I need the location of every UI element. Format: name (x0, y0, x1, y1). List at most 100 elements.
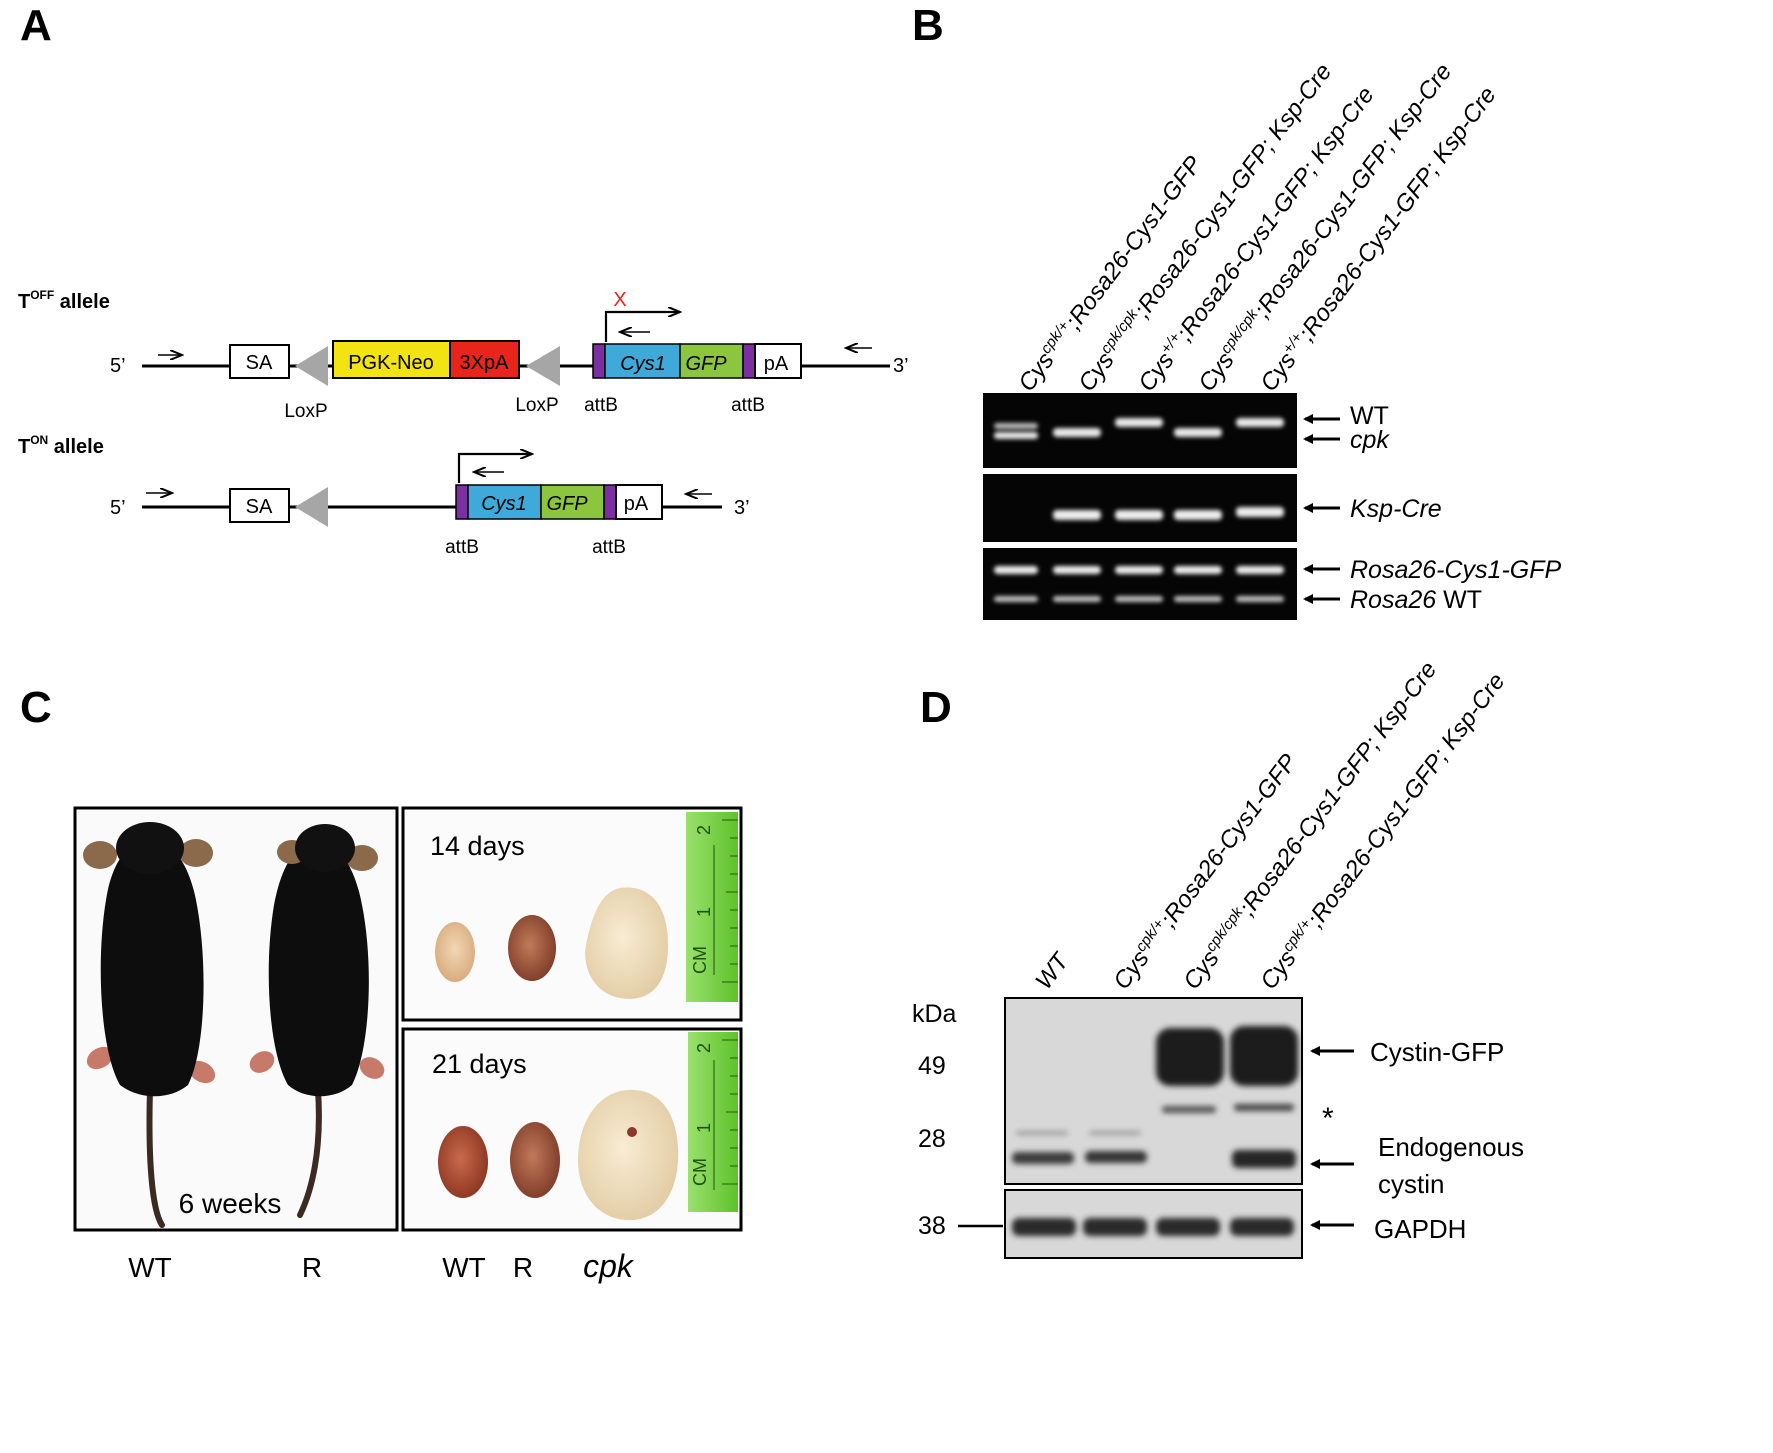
gel-b-band-lane4-rosa-gfp (1174, 566, 1222, 574)
ruler-21-days: 2 1 CM (688, 1032, 738, 1212)
gel-b-label-wt: WT (1350, 402, 1389, 430)
wb-d-label-endogenous: Endogenous (1378, 1132, 1524, 1162)
ton-five-prime: 5’ (110, 497, 126, 519)
kidney-21-wt (438, 1126, 488, 1198)
ruler-21-tick-1: 1 (694, 1123, 714, 1133)
gel-b-band-lane3-ksp (1115, 510, 1163, 520)
ton-gfp-box (540, 484, 605, 520)
xpa-box (449, 340, 520, 379)
ton-cys1-label: Cys1 (481, 493, 527, 515)
ton-pa-box (615, 484, 663, 520)
panel-b-genotyping-gel: Cyscpk/+;Rosa26-Cys1-GFP Cyscpk/cpk;Rosa… (983, 58, 1561, 620)
kidney-21-cpk (578, 1089, 679, 1221)
wb-d-marker-49: 49 (918, 1052, 946, 1080)
kidney-21-days-label: 21 days (432, 1049, 527, 1079)
kidney-21-cpk-spot (627, 1127, 637, 1137)
wb-d-label-asterisk: * (1322, 1102, 1334, 1135)
kidney-14-r (508, 915, 556, 981)
kidney-14-wt (435, 922, 475, 982)
gel-b-band-lane4-ksp (1174, 510, 1222, 520)
panel-c-photos: 6 weeks 14 days 2 1 CM 21 days (73, 806, 743, 1284)
wb-d-faint-lane1 (1016, 1131, 1068, 1135)
kidney-label-r: R (513, 1252, 533, 1283)
kidney-14-days-frame (401, 806, 743, 1022)
ton-pa-label: pA (624, 493, 649, 515)
panel-a-diagram: TOFF allele 5’ 3’ SA PGK-Neo 3XpA LoxP L… (18, 288, 909, 558)
gel-b-band-lane3-rosa-gfp (1115, 566, 1163, 574)
gel-b-band-lane5-rosa-gfp (1236, 566, 1284, 574)
gel-b-lane-label-4: Cyscpk/cpk;Rosa26-Cys1-GFP; Ksp-Cre (1192, 58, 1457, 397)
toff-attb-box-1 (592, 343, 606, 379)
gel-b-label-rosa-gfp: Rosa26-Cys1-GFP (1350, 556, 1561, 584)
mouse-label-wt: WT (128, 1252, 172, 1283)
wb-d-kda-label: kDa (912, 1000, 957, 1028)
wb-d-band-lane1-endogenous (1012, 1152, 1074, 1164)
ruler-14-tick-2: 2 (694, 825, 714, 835)
ton-loxp-triangle (295, 487, 328, 527)
gel-b-band-lane4-cpk (1174, 428, 1222, 437)
gel-b-panel-rosa26 (983, 548, 1297, 620)
ton-title: TON allele (18, 433, 104, 458)
ruler-21-cm: CM (690, 1158, 710, 1186)
wb-d-band-lane3-cystin-gfp (1156, 1028, 1224, 1086)
ruler-21-tick-2: 2 (694, 1043, 714, 1053)
gel-b-band-lane4-rosa-wt (1174, 596, 1222, 602)
wb-d-band-lane4-gapdh (1230, 1218, 1294, 1236)
wb-d-band-lane1-gapdh (1012, 1218, 1076, 1236)
gel-b-band-lane2-rosa-gfp (1053, 566, 1101, 574)
toff-attb-box-2 (742, 343, 756, 379)
gel-b-band-lane1-cpk (994, 432, 1038, 439)
kidney-label-cpk: cpk (583, 1248, 635, 1284)
toff-three-prime: 3’ (893, 355, 909, 377)
gel-b-band-lane3-rosa-wt (1115, 596, 1163, 602)
toff-blocked-x: X (613, 289, 626, 311)
wb-d-band-lane4-cystin-gfp (1230, 1026, 1298, 1086)
gel-b-band-lane2-ksp (1053, 510, 1101, 520)
gel-b-band-lane2-cpk (1053, 428, 1101, 437)
panel-letter-b: B (912, 1, 944, 50)
toff-attb-label-2: attB (731, 395, 765, 416)
gel-b-label-ksp-cre: Ksp-Cre (1350, 495, 1442, 523)
kidney-21-r (510, 1122, 560, 1198)
ton-attb-box-1 (455, 484, 469, 520)
gel-b-band-lane5-rosa-wt (1236, 596, 1284, 602)
wb-d-label-cystin-gfp: Cystin-GFP (1370, 1037, 1504, 1067)
wb-d-band-lane3-asterisk (1162, 1106, 1216, 1113)
gel-b-lane-label-3: Cys+/+;Rosa26-Cys1-GFP; Ksp-Cre (1132, 81, 1379, 396)
ton-transcription-arrow (457, 454, 532, 483)
toff-title: TOFF allele (18, 288, 110, 313)
mouse-age-label: 6 weeks (179, 1188, 282, 1219)
wb-d-lane-label-1: WT (1030, 947, 1075, 995)
toff-pa-label: pA (764, 353, 789, 375)
mouse-wt-image (83, 822, 216, 1228)
wb-d-band-lane2-gapdh (1083, 1218, 1147, 1236)
mouse-label-r: R (302, 1252, 322, 1283)
gel-b-band-lane1-rosa-wt (994, 596, 1038, 602)
kidney-14-cpk (585, 887, 668, 999)
ton-attb-label-2: attB (592, 537, 626, 558)
wb-d-marker-38: 38 (918, 1212, 946, 1240)
toff-gfp-label: GFP (685, 353, 727, 375)
panel-letter-a: A (20, 1, 52, 50)
toff-transcription-arrow (604, 312, 680, 342)
gel-b-panel-wt-cpk (983, 393, 1297, 468)
wb-d-band-lane3-gapdh (1156, 1218, 1220, 1236)
toff-attb-label-1: attB (584, 395, 618, 416)
wb-d-band-lane4-asterisk (1234, 1104, 1294, 1111)
kidney-label-wt: WT (442, 1252, 486, 1283)
wb-d-faint-lane2 (1089, 1131, 1141, 1135)
kidney-14-days-label: 14 days (430, 831, 525, 861)
toff-pa-box (754, 343, 802, 379)
ton-gfp-label: GFP (546, 493, 588, 515)
wb-d-marker-28: 28 (918, 1125, 946, 1153)
ruler-14-days: 2 1 CM (686, 812, 738, 1002)
ruler-14-tick-1: 1 (694, 907, 714, 917)
wb-d-band-lane2-endogenous (1085, 1151, 1147, 1163)
toff-cys1-box (604, 343, 681, 379)
ruler-14-cm: CM (690, 946, 710, 974)
gel-b-band-lane3-wt (1115, 418, 1163, 427)
ton-sa-box (229, 488, 290, 523)
panel-letter-c: C (20, 683, 52, 732)
wb-d-label-gapdh: GAPDH (1374, 1214, 1466, 1244)
gel-b-band-lane5-ksp (1236, 507, 1284, 517)
